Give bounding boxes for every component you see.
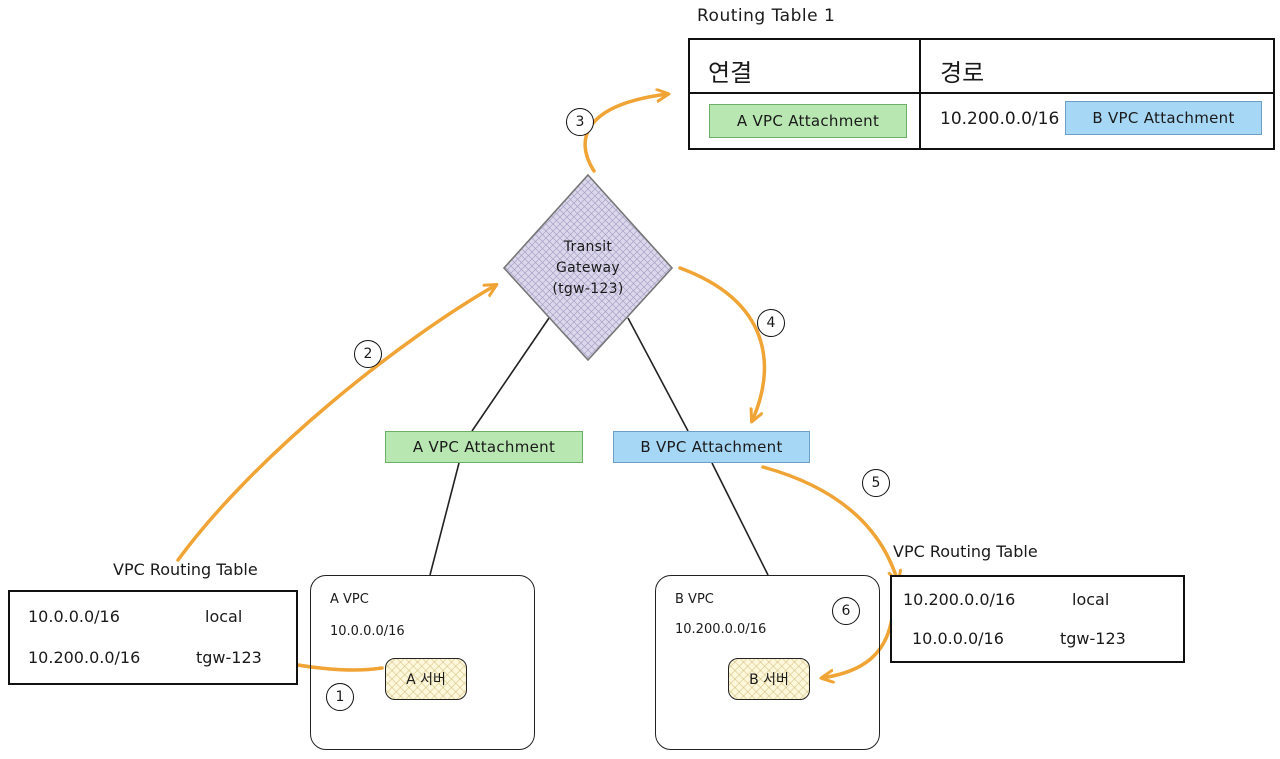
vpc-b-route-1-target: local <box>1072 590 1110 609</box>
line-attachment-b-to-vpc-b <box>711 462 769 576</box>
vpc-b-routing-table-title: VPC Routing Table <box>893 542 1038 561</box>
vpc-a-route-1-target: local <box>205 607 243 626</box>
step-marker-5: 5 <box>862 469 890 497</box>
vpc-b-container <box>655 575 880 750</box>
step-marker-4: 4 <box>757 309 785 337</box>
routing-table-1-a-vpc-attachment-chip: A VPC Attachment <box>709 104 907 138</box>
vpc-b-name: B VPC <box>675 592 714 607</box>
transit-gateway-label-line-3: (tgw-123) <box>552 281 624 297</box>
step-marker-1: 1 <box>326 683 354 711</box>
vpc-b-route-2-target: tgw-123 <box>1060 629 1126 648</box>
a-vpc-attachment-chip: A VPC Attachment <box>385 431 583 463</box>
routing-table-1-title: Routing Table 1 <box>697 6 836 26</box>
line-tgw-to-attachment-b <box>627 317 689 432</box>
step-marker-6: 6 <box>832 597 860 625</box>
routing-table-1-b-vpc-attachment-chip: B VPC Attachment <box>1065 101 1262 135</box>
vpc-b-route-2-destination: 10.0.0.0/16 <box>912 629 1004 648</box>
line-tgw-to-attachment-a <box>471 317 550 432</box>
step-marker-3: 3 <box>566 108 594 136</box>
arrow-step-5 <box>761 465 898 582</box>
step-marker-2: 2 <box>354 340 382 368</box>
transit-gateway-label-line-1: Transit <box>563 239 613 255</box>
vpc-b-cidr: 10.200.0.0/16 <box>675 622 767 637</box>
arrow-step-3 <box>583 94 668 173</box>
transit-gateway-label-line-2: Gateway <box>556 260 620 276</box>
vpc-a-name: A VPC <box>330 592 369 607</box>
vpc-a-routing-table <box>8 590 298 685</box>
arrow-step-4 <box>678 266 767 421</box>
vpc-b-routing-table <box>890 575 1185 663</box>
vpc-a-routing-table-title: VPC Routing Table <box>113 560 258 579</box>
vpc-a-container <box>310 575 535 750</box>
transit-gateway-diamond <box>502 173 674 362</box>
line-attachment-a-to-vpc-a <box>429 462 460 576</box>
routing-table-1-route-cidr: 10.200.0.0/16 <box>940 109 1060 129</box>
routing-table-1-header-divider <box>690 92 1273 94</box>
vpc-a-cidr: 10.0.0.0/16 <box>330 624 405 639</box>
vpc-a-route-1-destination: 10.0.0.0/16 <box>28 607 120 626</box>
vpc-a-server-node: A 서버 <box>385 658 467 700</box>
routing-table-1-column-divider <box>919 40 921 148</box>
routing-table-1: 연결 경로 A VPC Attachment 10.200.0.0/16 B V… <box>688 38 1275 150</box>
arrow-step-2 <box>176 285 496 562</box>
vpc-a-route-2-destination: 10.200.0.0/16 <box>28 648 141 667</box>
vpc-b-route-1-destination: 10.200.0.0/16 <box>903 590 1016 609</box>
routing-table-1-header-connection: 연결 <box>708 59 753 87</box>
transit-gateway-label: Transit Gateway (tgw-123) <box>528 237 648 300</box>
vpc-a-route-2-target: tgw-123 <box>196 648 262 667</box>
b-vpc-attachment-chip: B VPC Attachment <box>613 431 810 463</box>
routing-table-1-header-route: 경로 <box>940 59 985 87</box>
vpc-b-server-node: B 서버 <box>728 658 810 700</box>
